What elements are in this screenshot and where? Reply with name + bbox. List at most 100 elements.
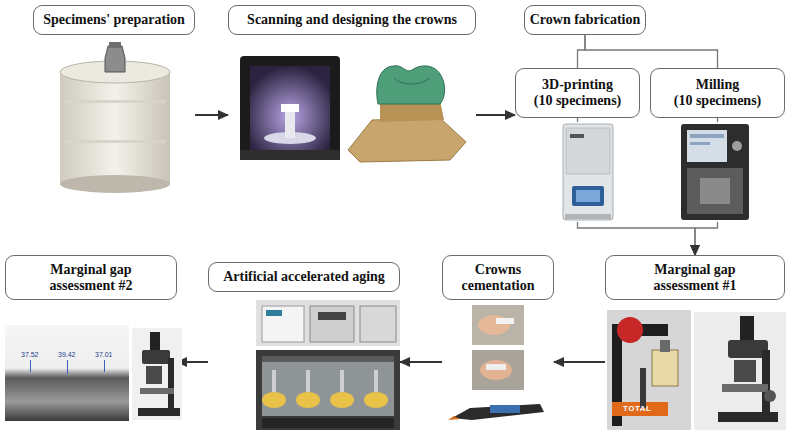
- illustration-shape: [486, 364, 506, 370]
- process-box: Marginal gap assessment #2: [5, 255, 177, 300]
- illustration-shape: [262, 356, 394, 362]
- illustration-shape: [377, 66, 445, 104]
- illustration-shape: [360, 306, 396, 342]
- box-label: Crowns cementation: [449, 262, 547, 293]
- illustration-shape: [60, 72, 170, 184]
- illustration-shape: [285, 110, 295, 138]
- flow-arrow: [195, 114, 228, 116]
- flow-arrow: [177, 361, 208, 363]
- box-label: Crown fabrication: [530, 12, 641, 28]
- specimen-photo: [55, 40, 175, 193]
- box-label: (10 specimens): [674, 93, 762, 109]
- illustration-shape: [496, 318, 514, 324]
- illustration-shape: [142, 350, 170, 364]
- illustration-shape: [690, 142, 710, 145]
- measurement-value: 37.01: [95, 351, 113, 358]
- illustration-shape: [762, 350, 770, 414]
- scanner-photo: [240, 56, 340, 160]
- milling-photo: [678, 122, 752, 222]
- illustration-shape: [472, 350, 524, 390]
- cementation-photos: [448, 305, 544, 420]
- flow-arrow: [476, 114, 515, 116]
- illustration-shape: [718, 412, 778, 422]
- illustration-shape: [640, 368, 646, 408]
- illustration-shape: [687, 168, 743, 214]
- illustration-shape: [266, 310, 282, 316]
- illustration-shape: [105, 46, 125, 72]
- illustration-shape: [700, 178, 730, 204]
- illustration-shape: [318, 312, 346, 320]
- illustration-shape: [572, 186, 604, 206]
- title-box: Crown fabrication: [524, 5, 646, 35]
- box-label: Specimens' preparation: [43, 12, 185, 28]
- illustration-shape: [678, 122, 752, 222]
- illustration-shape: [240, 56, 340, 160]
- illustration-shape: [262, 392, 286, 408]
- illustration-shape: [472, 305, 524, 345]
- illustration-shape: [687, 130, 727, 162]
- measurement-value: 37.52: [21, 351, 39, 358]
- illustration-shape: [690, 134, 724, 138]
- illustration-shape: [448, 416, 460, 420]
- illustration-shape: [109, 42, 121, 48]
- illustration-shape: [734, 360, 756, 382]
- illustration-shape: [104, 360, 105, 372]
- illustration-shape: [681, 124, 749, 220]
- illustration-shape: [612, 402, 668, 416]
- box-label: (10 specimens): [534, 93, 622, 109]
- microscope-photo: [132, 328, 182, 420]
- flow-connector: [585, 35, 718, 68]
- illustration-shape: [64, 100, 166, 103]
- flow-arrow: [554, 361, 605, 363]
- illustration-shape: [296, 392, 320, 408]
- illustration-shape: [310, 306, 354, 342]
- illustration-shape: [256, 300, 400, 346]
- gap-measurement-photo: [5, 325, 129, 421]
- box-label: Milling: [696, 77, 740, 93]
- title-box: Specimens' preparation: [33, 5, 195, 35]
- illustration-shape: [560, 122, 616, 222]
- process-box: Artificial accelerated aging: [208, 262, 400, 292]
- crown-model-render: [348, 66, 466, 162]
- illustration-shape: [652, 350, 678, 386]
- illustration-shape: [364, 392, 388, 408]
- illustration-shape: [576, 190, 600, 202]
- illustration-shape: [256, 350, 400, 430]
- illustration-shape: [60, 175, 170, 193]
- box-label: Marginal gap assessment #2: [32, 262, 150, 293]
- illustration-shape: [55, 40, 175, 190]
- process-box: Crowns cementation: [442, 255, 554, 300]
- illustration-shape: [140, 388, 174, 394]
- illustration-shape: [764, 390, 776, 402]
- illustration-shape: [132, 328, 182, 420]
- illustration-shape: [570, 134, 584, 138]
- illustration-shape: [5, 325, 129, 421]
- illustration-shape: [694, 312, 786, 430]
- illustration-shape: [566, 128, 610, 174]
- printer-photo: [560, 122, 616, 222]
- illustration-shape: [617, 317, 643, 343]
- illustration-shape: [607, 310, 691, 430]
- flow-connector: [578, 118, 696, 255]
- illustration-shape: [374, 370, 378, 392]
- illustration-shape: [452, 404, 544, 420]
- illustration-shape: [722, 384, 768, 392]
- box-label: Marginal gap assessment #1: [636, 262, 754, 293]
- illustration-shape: [330, 392, 354, 408]
- microscope-photo: [694, 312, 786, 430]
- illustration-shape: [306, 370, 310, 392]
- illustration-shape: [262, 306, 304, 342]
- title-box: Scanning and designing the crowns: [228, 5, 476, 35]
- illustration-shape: [146, 366, 162, 384]
- brand-mark: TOTAL: [623, 404, 651, 413]
- aging-photos: [256, 300, 400, 430]
- illustration-shape: [240, 150, 340, 160]
- illustration-shape: [348, 118, 466, 162]
- flow-connector: [578, 35, 586, 68]
- flow-arrow: [400, 361, 442, 363]
- illustration-shape: [262, 418, 394, 428]
- measurement-value: 39.42: [58, 351, 76, 358]
- illustration-shape: [250, 66, 330, 150]
